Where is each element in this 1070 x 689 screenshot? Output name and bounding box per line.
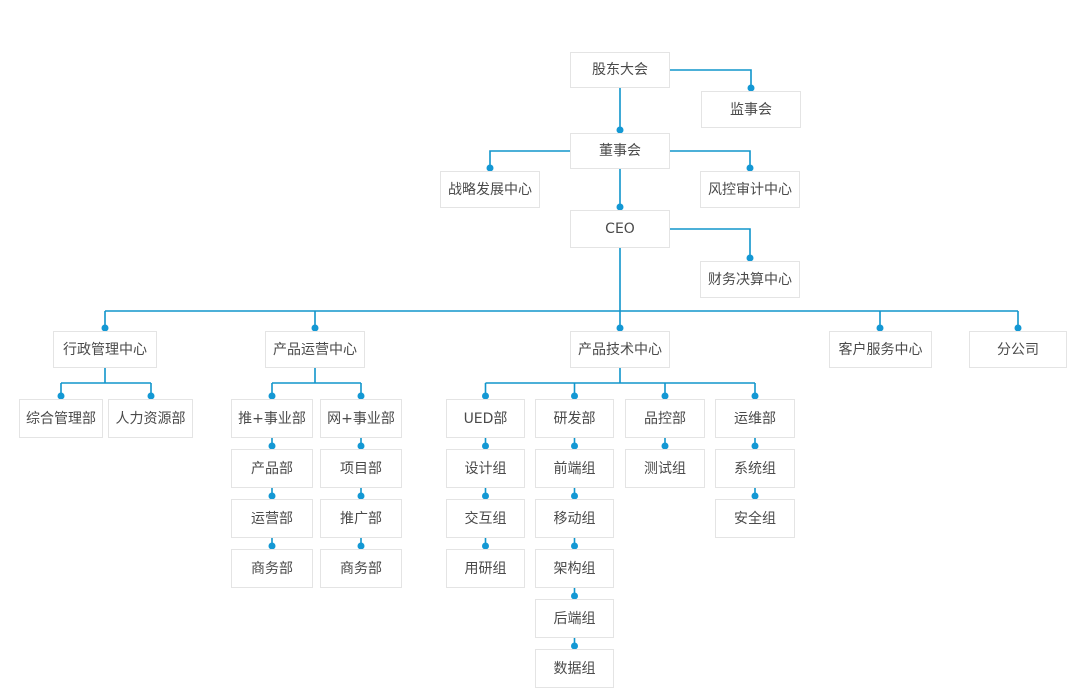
org-node-shareholders-meeting: 股东大会 — [570, 52, 670, 88]
org-node-customer-service-center: 客户服务中心 — [829, 331, 932, 368]
connector-dots — [57, 84, 1022, 650]
org-node-system-team: 系统组 — [715, 449, 795, 488]
org-node-financial-settlement-center: 财务决算中心 — [700, 261, 800, 298]
org-node-tui-plus-business-dept: 推+事业部 — [231, 399, 313, 438]
org-node-user-research-team: 用研组 — [446, 549, 525, 588]
org-node-hr-dept: 人力资源部 — [108, 399, 193, 438]
org-node-branch-company: 分公司 — [969, 331, 1067, 368]
org-node-business-dept-1: 商务部 — [231, 549, 313, 588]
org-node-mobile-team: 移动组 — [535, 499, 614, 538]
org-node-project-dept: 项目部 — [320, 449, 402, 488]
org-node-wang-plus-business-dept: 网+事业部 — [320, 399, 402, 438]
org-node-interaction-team: 交互组 — [446, 499, 525, 538]
org-node-testing-team: 测试组 — [625, 449, 705, 488]
org-node-data-team: 数据组 — [535, 649, 614, 688]
org-node-architecture-team: 架构组 — [535, 549, 614, 588]
org-node-business-dept-2: 商务部 — [320, 549, 402, 588]
org-node-rd-dept: 研发部 — [535, 399, 614, 438]
org-node-board-of-directors: 董事会 — [570, 133, 670, 169]
org-node-security-team: 安全组 — [715, 499, 795, 538]
org-node-frontend-team: 前端组 — [535, 449, 614, 488]
org-node-risk-audit-center: 风控审计中心 — [700, 171, 800, 208]
org-node-product-operation-center: 产品运营中心 — [265, 331, 365, 368]
org-node-promotion-dept: 推广部 — [320, 499, 402, 538]
org-node-design-team: 设计组 — [446, 449, 525, 488]
org-node-ops-dept: 运维部 — [715, 399, 795, 438]
org-node-product-technology-center: 产品技术中心 — [570, 331, 670, 368]
org-node-general-management-dept: 综合管理部 — [19, 399, 103, 438]
connector-lines — [60, 69, 1019, 646]
org-node-ued-dept: UED部 — [446, 399, 525, 438]
org-node-ceo: CEO — [570, 210, 670, 248]
org-node-product-dept: 产品部 — [231, 449, 313, 488]
org-node-admin-management-center: 行政管理中心 — [53, 331, 157, 368]
org-node-operations-dept: 运营部 — [231, 499, 313, 538]
org-node-supervisory-board: 监事会 — [701, 91, 801, 128]
org-node-backend-team: 后端组 — [535, 599, 614, 638]
org-node-qc-dept: 品控部 — [625, 399, 705, 438]
org-node-strategy-development-center: 战略发展中心 — [440, 171, 540, 208]
